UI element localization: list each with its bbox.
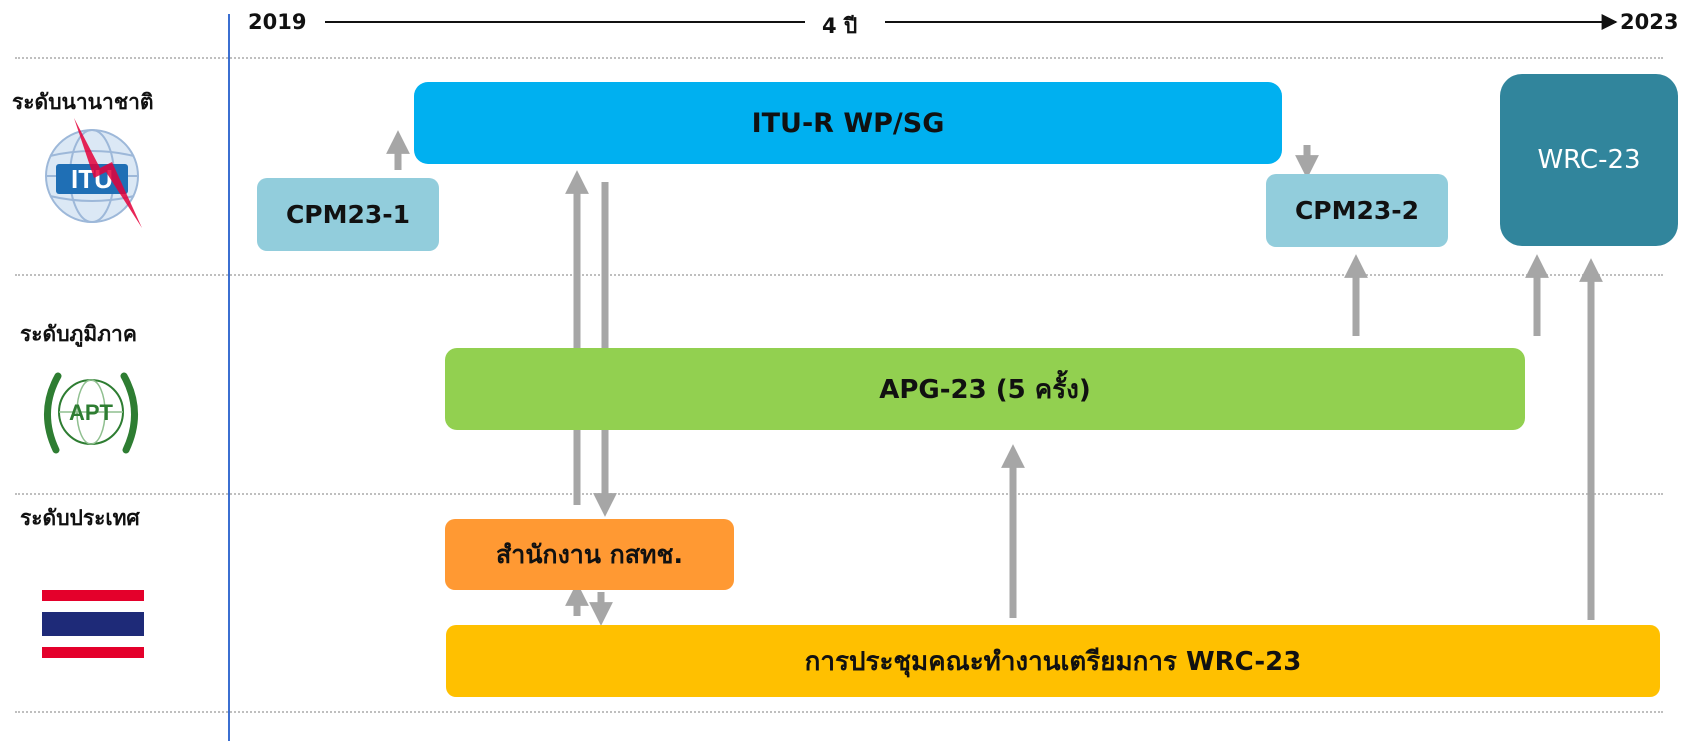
separator-bottom xyxy=(15,711,1663,713)
apg-23-box: APG-23 (5 ครั้ง) xyxy=(445,348,1525,430)
apt-logo-text: APT xyxy=(69,400,114,425)
level-regional: ระดับภูมิภาค xyxy=(20,322,137,346)
end-year: 2023 xyxy=(1620,10,1679,34)
separator-international xyxy=(15,274,1663,276)
separator-regional xyxy=(15,493,1663,495)
nbtc-office-box: สำนักงาน กสทช. xyxy=(445,519,734,590)
cpm23-2-box: CPM23-2 xyxy=(1266,174,1448,247)
cpm23-1-box: CPM23-1 xyxy=(257,178,439,251)
level-international: ระดับนานาชาติ xyxy=(12,90,154,114)
thailand-flag-icon xyxy=(42,590,144,658)
duration-label: 4 ปี xyxy=(822,14,858,38)
level-national: ระดับประเทศ xyxy=(20,506,140,530)
start-year: 2019 xyxy=(248,10,307,34)
timeline-axis xyxy=(228,14,230,741)
itu-r-wp-sg-box: ITU-R WP/SG xyxy=(414,82,1282,164)
wrc-23-box: WRC-23 xyxy=(1500,74,1678,246)
separator-top xyxy=(15,57,1663,59)
wrc-23-preparatory-meeting-box: การประชุมคณะทำงานเตรียมการ WRC-23 xyxy=(446,625,1660,697)
apt-logo-icon: APT xyxy=(44,372,138,454)
itu-logo-icon: ITU xyxy=(45,118,142,228)
